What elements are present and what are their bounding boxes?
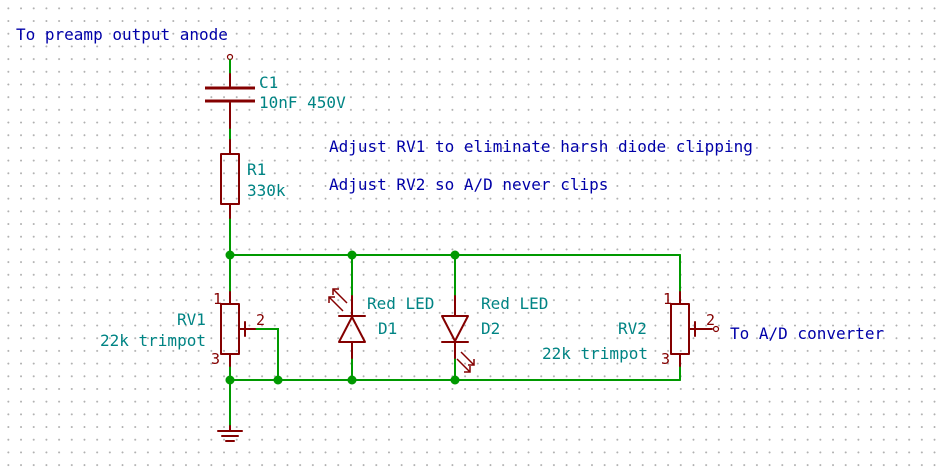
wire-rv1-wiper	[254, 328, 279, 381]
rv1-ref: RV1	[177, 310, 206, 329]
led-light-arrows	[328, 288, 348, 312]
junction-dot	[273, 375, 283, 385]
junction-dot	[347, 375, 357, 385]
rv1-pin3-mark: 3	[211, 350, 220, 368]
resistor-body	[220, 153, 240, 205]
rv1-pin1-mark: 1	[213, 290, 222, 308]
wires	[229, 59, 681, 427]
capacitor-c1: C1 10nF 450V	[205, 73, 346, 129]
trimpot-body	[220, 303, 240, 355]
d2-ref: D2	[481, 319, 500, 338]
rv2-value: 22k trimpot	[542, 344, 648, 363]
rv1-pin-label: 2	[256, 311, 265, 329]
rv1-value: 22k trimpot	[100, 331, 206, 350]
trimpot-body	[670, 303, 690, 355]
junction-dot	[347, 250, 357, 260]
led-light-arrows	[456, 351, 475, 373]
note-rv1: Adjust RV1 to eliminate harsh diode clip…	[329, 137, 753, 156]
r1-value: 330k	[247, 181, 286, 200]
diode-triangle	[338, 316, 366, 343]
led-d1: Red LED D1	[328, 288, 434, 359]
trimpot-rv2: 1 3 2 RV2 22k trimpot	[542, 290, 720, 368]
r1-ref: R1	[247, 160, 266, 179]
junction-dot	[450, 250, 460, 260]
diode-triangle	[441, 315, 469, 342]
d1-value: Red LED	[367, 294, 434, 313]
rv2-pin3-mark: 3	[661, 350, 670, 368]
ground-symbol	[217, 425, 243, 442]
rv2-ref: RV2	[618, 319, 647, 338]
input-label: To preamp output anode	[16, 25, 228, 44]
trimpot-rv1: 1 3 2 RV1 22k trimpot	[100, 290, 265, 368]
d1-ref: D1	[378, 319, 397, 338]
output-label: To A/D converter	[730, 324, 884, 343]
input-terminal	[226, 53, 234, 61]
rv2-pin-label: 2	[706, 311, 715, 329]
c1-value: 10nF 450V	[259, 93, 346, 112]
junction-dot	[225, 250, 235, 260]
junction-dot	[225, 375, 235, 385]
note-rv2: Adjust RV2 so A/D never clips	[329, 175, 608, 194]
d2-value: Red LED	[481, 294, 548, 313]
resistor-r1: R1 330k	[220, 139, 286, 219]
output-terminal	[712, 325, 720, 333]
led-d2: Red LED D2	[441, 294, 548, 373]
junctions	[225, 250, 460, 385]
junction-dot	[450, 375, 460, 385]
c1-ref: C1	[259, 73, 278, 92]
rv2-pin1-mark: 1	[663, 290, 672, 308]
